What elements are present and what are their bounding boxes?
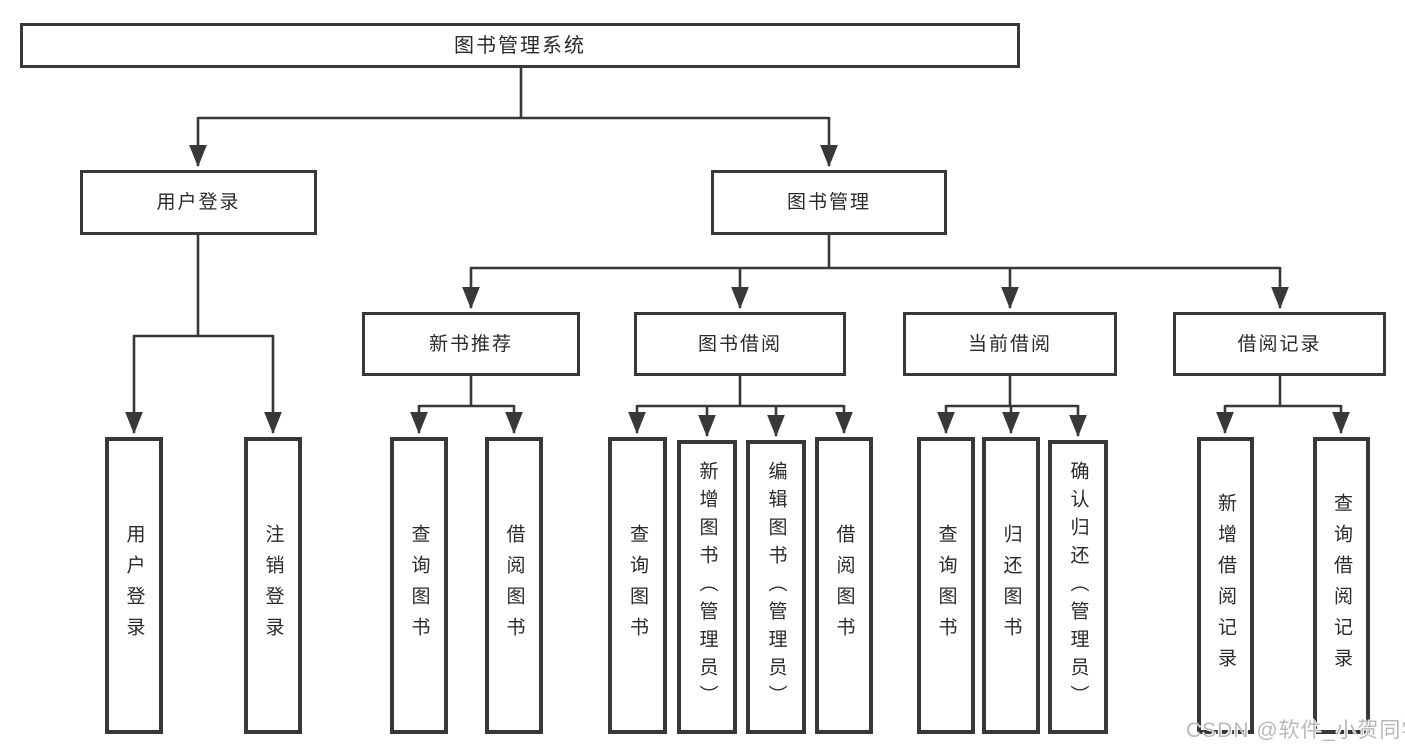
node-label: 归还图书 — [1000, 523, 1022, 648]
node-label: 图书管理 — [786, 192, 871, 213]
connector-new-book-children — [410, 376, 523, 435]
node-leaf-user-login: 用户登录 — [105, 437, 163, 734]
node-label: 图书借阅 — [697, 333, 782, 355]
node-label: 用户登录 — [123, 523, 145, 648]
node-label: 新增借阅记录 — [1215, 492, 1236, 679]
node-leaf-logout: 注销登录 — [244, 437, 302, 734]
node-user-login: 用户登录 — [80, 170, 317, 235]
connector-book-mgmt-children — [462, 235, 1289, 310]
node-label: 查询借阅记录 — [1331, 492, 1352, 679]
node-library-management-system: 图书管理系统 — [20, 23, 1020, 68]
node-label: 确认归还（管理员） — [1067, 461, 1089, 713]
node-leaf-confirm-return-admin: 确认归还（管理员） — [1048, 440, 1108, 734]
node-leaf-query-books-rec: 查询图书 — [390, 437, 448, 734]
node-label: 查询图书 — [935, 523, 957, 648]
node-new-book-recommendation: 新书推荐 — [362, 312, 580, 376]
node-leaf-borrow-books-rec: 借阅图书 — [485, 437, 543, 734]
connector-user-login-children — [125, 235, 282, 435]
node-label: 用户登录 — [156, 192, 241, 213]
node-label: 新书推荐 — [428, 333, 513, 355]
node-label: 借阅记录 — [1237, 333, 1322, 355]
node-label: 注销登录 — [262, 523, 284, 648]
node-leaf-query-books-cb: 查询图书 — [917, 437, 975, 734]
node-label: 当前借阅 — [967, 333, 1052, 355]
node-label: 查询图书 — [408, 523, 430, 648]
node-leaf-return-books: 归还图书 — [982, 437, 1040, 734]
node-borrowing-records: 借阅记录 — [1173, 312, 1386, 376]
node-label: 查询图书 — [627, 523, 648, 648]
node-label: 借阅图书 — [503, 523, 525, 648]
node-leaf-add-borrow-record: 新增借阅记录 — [1197, 437, 1254, 734]
connector-book-borrow-children — [628, 376, 853, 438]
connector-current-borrow-children — [937, 376, 1087, 438]
node-leaf-edit-book-admin: 编辑图书（管理员） — [746, 440, 806, 734]
connector-root-to-level2 — [189, 68, 838, 168]
node-label: 新增图书（管理员） — [696, 461, 718, 713]
node-leaf-borrow-books-bb: 借阅图书 — [815, 437, 873, 734]
node-label: 图书管理系统 — [454, 34, 586, 57]
node-book-management: 图书管理 — [711, 170, 947, 235]
node-label: 编辑图书（管理员） — [765, 461, 787, 713]
node-leaf-query-borrow-record: 查询借阅记录 — [1313, 437, 1370, 734]
connector-borrow-records-children — [1216, 376, 1350, 435]
csdn-watermark: CSDN @软件_小贺同学 — [1186, 719, 1405, 742]
node-leaf-add-book-admin: 新增图书（管理员） — [677, 440, 737, 734]
node-current-borrowing: 当前借阅 — [903, 312, 1117, 376]
node-book-borrowing: 图书借阅 — [634, 312, 846, 376]
node-label: 借阅图书 — [833, 523, 855, 648]
node-leaf-query-books-bb: 查询图书 — [608, 437, 667, 734]
